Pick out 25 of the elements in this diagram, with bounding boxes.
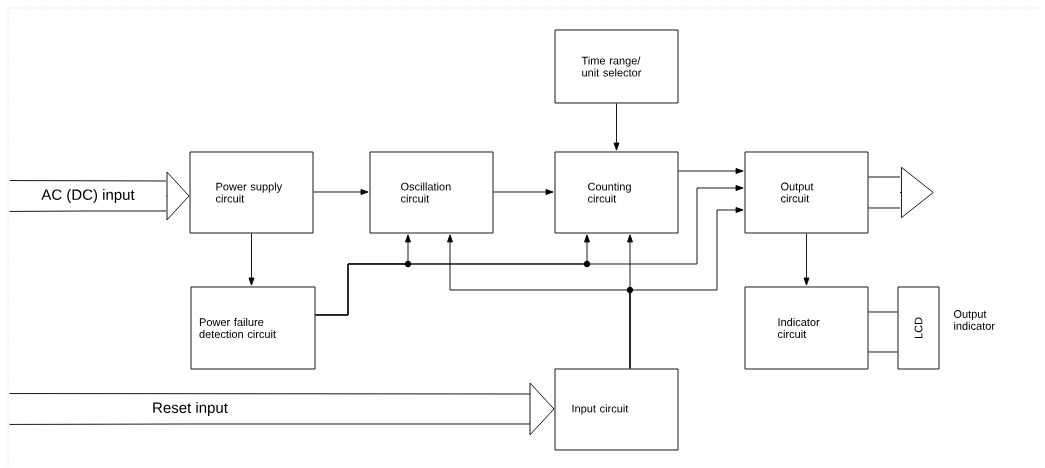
arrow xyxy=(493,189,554,195)
arrow xyxy=(629,207,744,369)
circuit-box: Power supply circuit xyxy=(189,151,314,234)
connector-line xyxy=(868,311,898,313)
connector-line xyxy=(868,351,898,353)
block-arrow xyxy=(9,171,190,221)
circuit-box: Output circuit xyxy=(744,151,869,234)
arrow xyxy=(613,103,620,151)
node-label: Output indicator xyxy=(953,310,995,330)
arrow xyxy=(803,233,810,286)
input-label: AC (DC) input xyxy=(41,189,135,203)
input-label: Reset input xyxy=(153,402,228,416)
circuit-box: Counting circuit xyxy=(554,151,679,234)
display-box: LCD xyxy=(897,286,940,370)
arrow xyxy=(315,185,744,316)
circuit-box: Oscillation circuit xyxy=(369,151,494,234)
circuit-box: Input circuit xyxy=(554,368,679,451)
arrow xyxy=(678,168,744,174)
block-arrow xyxy=(9,382,555,436)
block-arrow xyxy=(868,166,934,219)
circuit-box: Indicator circuit xyxy=(744,286,869,370)
arrow xyxy=(248,233,255,286)
circuit-box: Time range/ unit selector xyxy=(554,29,679,104)
circuit-box: Power failure detection circuit xyxy=(190,286,316,370)
arrow xyxy=(313,189,369,195)
